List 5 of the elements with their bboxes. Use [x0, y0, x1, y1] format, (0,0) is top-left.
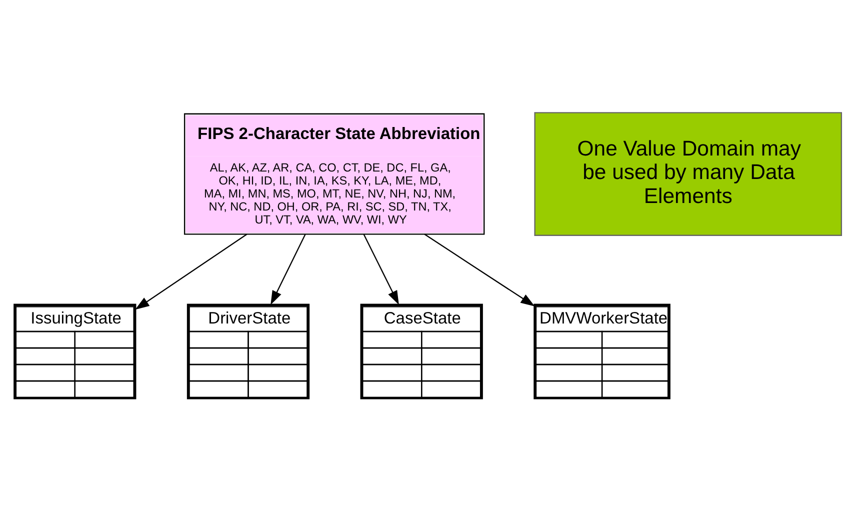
- arrow: [363, 234, 399, 304]
- arrow: [135, 233, 248, 310]
- arrow: [424, 233, 535, 306]
- arrow: [270, 234, 306, 304]
- node-box: One Value Domain may be used by many Data Elements: [534, 112, 842, 236]
